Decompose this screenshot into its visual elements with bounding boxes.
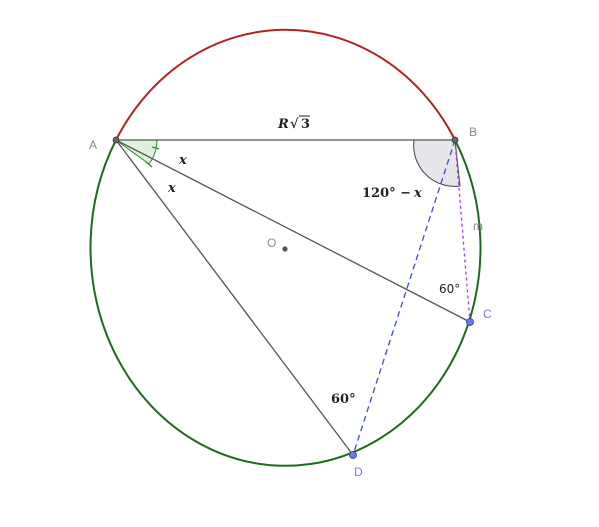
- label-a: A: [89, 138, 97, 152]
- chord-ab-r: R: [277, 117, 289, 132]
- segment-bd-dashed: [352, 139, 456, 456]
- angle-a-tick-2: [145, 161, 153, 168]
- label-d: D: [354, 465, 363, 479]
- angle-b-expr-num: 120° −: [362, 186, 411, 201]
- chord-ab-radical: √: [290, 117, 299, 132]
- upper-arc-ab: [115, 28, 456, 141]
- angle-c-label: 60°: [439, 282, 460, 296]
- chord-ab-length-label: R √ 3: [277, 115, 310, 132]
- chord-ab-three: 3: [301, 117, 310, 132]
- angle-b-expr-var: x: [413, 186, 422, 201]
- segment-ac: [115, 139, 471, 323]
- point-c: [466, 318, 474, 326]
- point-a: [112, 136, 120, 144]
- angle-b-sector: [413, 139, 461, 187]
- point-o: [282, 246, 288, 252]
- angle-b-label: 120° − x: [362, 186, 422, 201]
- point-d: [349, 451, 357, 459]
- label-c: C: [483, 307, 492, 321]
- point-b: [451, 136, 459, 144]
- angle-d-label: 60°: [331, 392, 356, 407]
- angle-x-bottom-label: x: [167, 181, 176, 196]
- lower-arc-ab: [89, 139, 482, 467]
- label-b: B: [469, 125, 477, 139]
- segment-bc-dashed: [454, 139, 471, 323]
- label-m: m: [473, 219, 483, 233]
- label-o: O: [267, 236, 276, 250]
- angle-x-top-label: x: [178, 153, 187, 168]
- segment-ad: [115, 139, 354, 456]
- angle-a-tick-1: [151, 146, 160, 150]
